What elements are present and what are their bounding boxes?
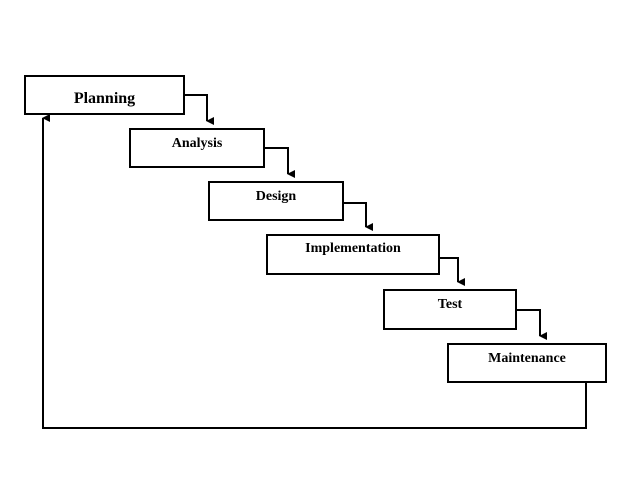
arrow-maintenance-to-planning [42,114,587,429]
stage-implementation: Implementation [266,234,440,275]
arrow-planning-to-analysis [185,94,214,125]
stage-label-maintenance: Maintenance [488,351,566,366]
arrow-implementation-to-test [440,257,465,286]
stage-planning: Planning [24,75,185,115]
arrow-design-to-implementation [344,202,373,231]
arrow-analysis-to-design [265,147,295,178]
stage-maintenance: Maintenance [447,343,607,383]
arrow-test-to-maintenance [517,309,547,340]
stage-design: Design [208,181,344,221]
stage-label-analysis: Analysis [171,136,223,151]
stage-label-planning: Planning [73,90,136,107]
stage-label-implementation: Implementation [305,241,401,256]
stage-analysis: Analysis [129,128,265,168]
stage-label-test: Test [437,297,463,312]
stage-label-design: Design [255,189,297,204]
stage-test: Test [383,289,517,330]
